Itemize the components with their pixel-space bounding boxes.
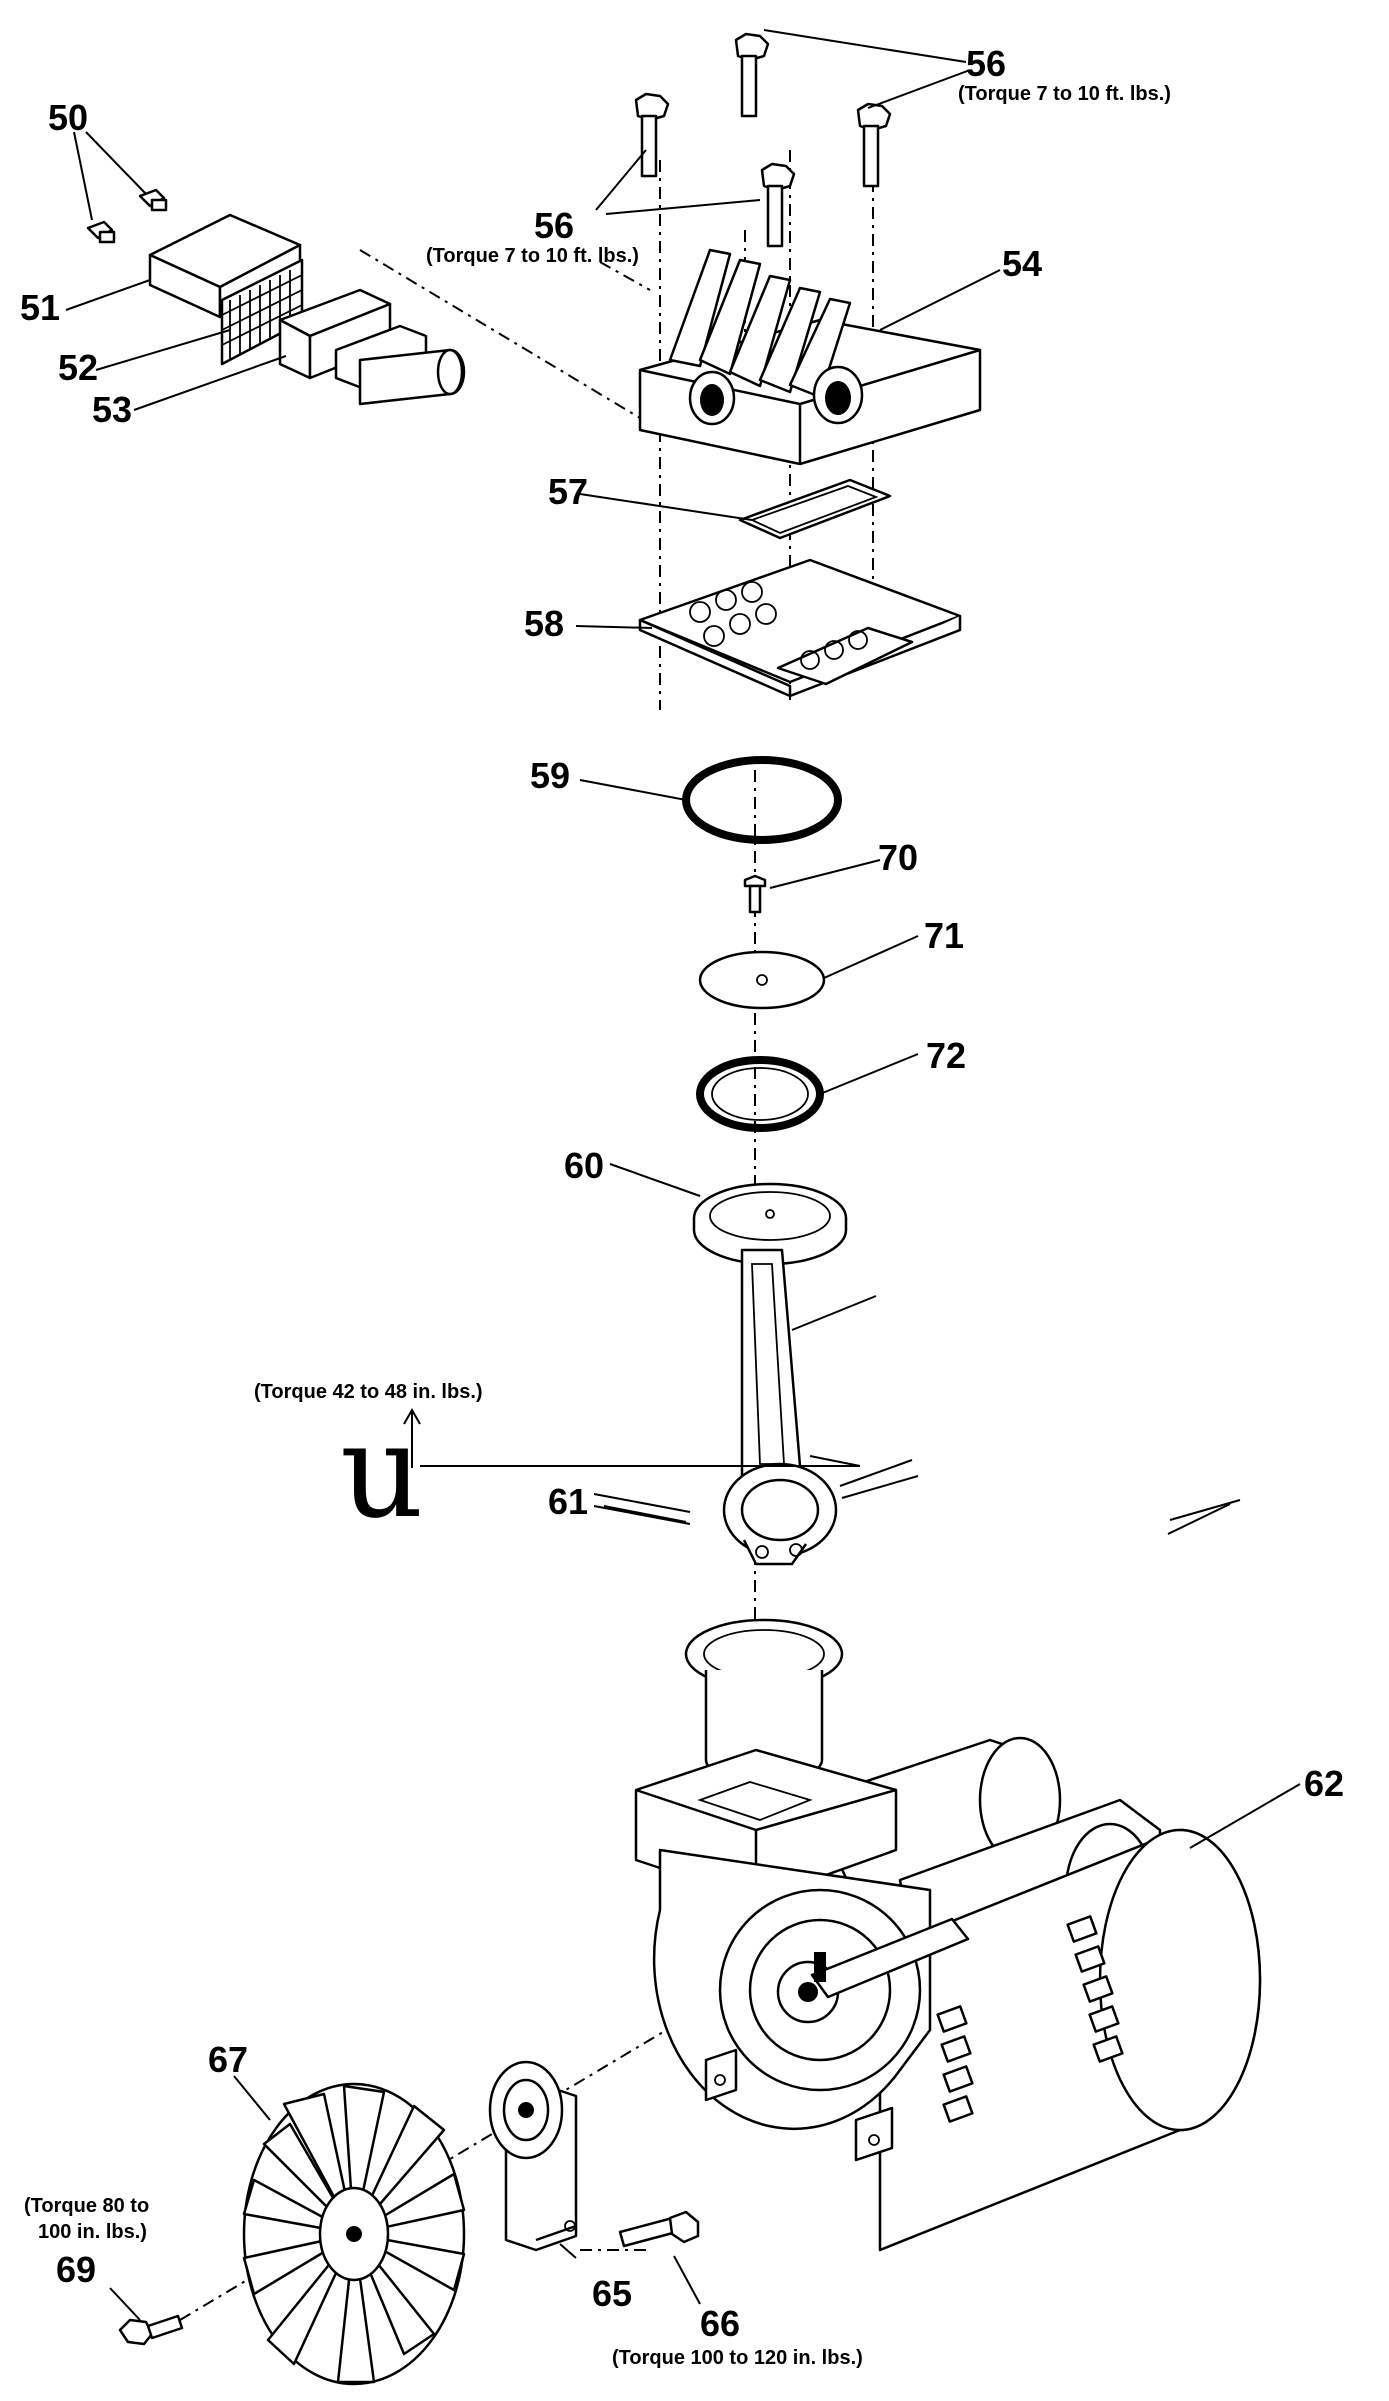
connecting-rod-60 [692, 1182, 848, 1566]
label-50: 50 [48, 97, 88, 138]
label-53: 53 [92, 389, 132, 430]
ring-72 [696, 1056, 824, 1132]
bolt-56-center [760, 162, 796, 248]
note-56-top: (Torque 7 to 10 ft. lbs.) [958, 83, 1171, 105]
note-66: (Torque 100 to 120 in. lbs.) [612, 2347, 863, 2369]
label-67: 67 [208, 2039, 248, 2080]
head-bolts [634, 32, 892, 248]
bearing-block-65 [488, 2060, 578, 2252]
gasket-57 [738, 478, 892, 540]
valve-plate-58 [638, 558, 962, 698]
screw-70 [743, 874, 767, 914]
label-52: 52 [58, 347, 98, 388]
bolt-56-right [856, 102, 892, 188]
label-69: 69 [56, 2249, 96, 2290]
note-rod-torque: (Torque 42 to 48 in. lbs.) [254, 1381, 483, 1403]
bolt-56-top [734, 32, 770, 118]
label-59: 59 [530, 755, 570, 796]
label-57: 57 [548, 471, 588, 512]
label-58: 58 [524, 603, 564, 644]
label-62: 62 [1304, 1763, 1344, 1804]
label-66: 66 [700, 2303, 740, 2344]
label-70: 70 [878, 837, 918, 878]
note-69-line1: (Torque 80 to [24, 2195, 149, 2217]
label-51: 51 [20, 287, 60, 328]
cylinder-head-54 [638, 248, 982, 466]
note-56-left: (Torque 7 to 10 ft. lbs.) [426, 245, 639, 267]
label-54: 54 [1002, 243, 1042, 284]
bolt-66 [618, 2210, 700, 2248]
cylinder-sleeve-61 [684, 1618, 844, 1784]
filter-assembly [86, 188, 466, 406]
o-ring-59 [682, 756, 842, 844]
screw-50-a [86, 220, 116, 244]
leader-lines [65, 29, 1301, 2321]
label-65: 65 [592, 2273, 632, 2314]
part-labels: 50 51 52 53 54 56 (Torque 7 to 10 ft. lb… [20, 43, 1344, 2369]
label-61: 61 [548, 1481, 588, 1522]
valve-disc-71 [698, 950, 826, 1010]
bolt-69 [118, 2314, 184, 2346]
fan-67 [242, 2082, 466, 2386]
label-56-top: 56 [966, 43, 1006, 84]
bolt-56-left [634, 92, 670, 178]
motor-crankcase-62 [634, 1736, 1262, 2252]
label-72: 72 [926, 1035, 966, 1076]
label-56-left: 56 [534, 205, 574, 246]
torque-symbol: u [340, 1395, 424, 1547]
label-71: 71 [924, 915, 964, 956]
torque-reference-marker: u [340, 1395, 861, 1547]
note-69-line2: 100 in. lbs.) [38, 2221, 147, 2243]
filter-housing-53 [278, 288, 466, 406]
label-60: 60 [564, 1145, 604, 1186]
